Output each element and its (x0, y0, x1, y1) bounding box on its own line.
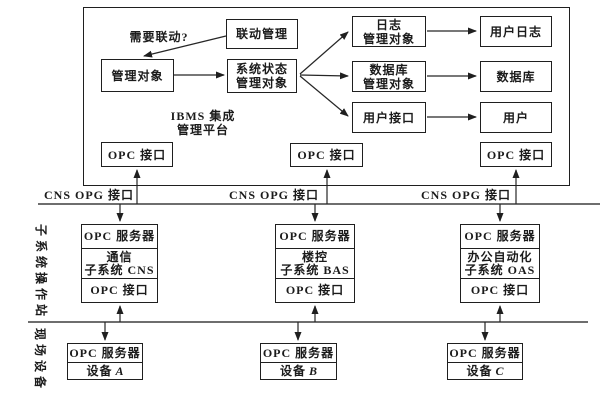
subsystem-name-line2: 子系统 BAS (280, 262, 350, 277)
device-name-prefix: 设备 (86, 363, 113, 378)
device-name-row: 设备 A (68, 363, 142, 379)
log-mgmt-line1: 日志 (375, 17, 402, 32)
subsystem-name-row: 楼控 子系统 BAS (276, 248, 354, 279)
user-log-box: 用户日志 (480, 16, 552, 47)
ibms-platform-title: IBMS 集成 管理平台 (153, 109, 253, 137)
subsystem-name-row: 通信 子系统 CNS (82, 248, 157, 279)
lower-bus-up-arrows (116, 305, 504, 322)
database-management-object-box: 数据库 管理对象 (352, 61, 426, 92)
opc-interface-row: OPC 接口 (285, 283, 345, 297)
opc-interface-row: OPC 接口 (90, 283, 149, 297)
ibms-opc-interface-box-2: OPC 接口 (290, 143, 363, 167)
device-name-prefix: 设备 (466, 363, 493, 378)
ibms-platform-title-line2: 管理平台 (176, 123, 229, 137)
section-label-subsystem-station: 子系统操作站 (34, 224, 48, 321)
system-status-management-object-box: 系统状态 管理对象 (227, 59, 297, 93)
device-name-row: 设备 B (261, 363, 336, 379)
ibms-platform-title-line1: IBMS 集成 (170, 109, 236, 123)
opc-interface-row: OPC 接口 (470, 283, 530, 297)
subsystem-name-line1: 楼控 (301, 249, 328, 264)
user-interface-box: 用户接口 (352, 102, 426, 133)
system-status-line1: 系统状态 (235, 62, 288, 76)
device-name-row: 设备 C (448, 363, 522, 379)
subsystem-name-line2: 子系统 CNS (84, 262, 155, 277)
system-status-line2: 管理对象 (235, 76, 288, 90)
subsystem-stack-oas: OPC 服务器 办公自动化 子系统 OAS OPC 接口 (460, 224, 540, 303)
device-stack-a: OPC 服务器 设备 A (67, 343, 143, 380)
database-box: 数据库 (480, 61, 552, 92)
subsystem-name-line1: 办公自动化 (467, 249, 533, 264)
ibms-platform-frame (83, 7, 570, 186)
opc-server-row: OPC 服务器 (68, 344, 142, 363)
ibms-opc-interface-box-1: OPC 接口 (101, 142, 173, 167)
subsystem-name-line1: 通信 (106, 249, 133, 264)
db-mgmt-line2: 管理对象 (362, 76, 415, 91)
lower-bus-down-arrows (101, 322, 489, 341)
device-stack-c: OPC 服务器 设备 C (447, 343, 523, 380)
opc-server-row: OPC 服务器 (464, 229, 536, 243)
section-label-field-devices: 现场设备 (33, 328, 47, 393)
user-box: 用户 (480, 102, 552, 133)
device-letter: A (115, 363, 124, 378)
log-management-object-box: 日志 管理对象 (352, 16, 426, 47)
opc-server-row: OPC 服务器 (448, 344, 522, 363)
cns-opg-bus-label-2: CNS OPG 接口 (229, 188, 320, 202)
device-letter: B (309, 363, 318, 378)
subsystem-name-row: 办公自动化 子系统 OAS (461, 248, 539, 279)
db-mgmt-line1: 数据库 (369, 62, 409, 77)
upper-bus-down-arrows (116, 204, 504, 222)
log-mgmt-line2: 管理对象 (362, 31, 415, 46)
subsystem-stack-bas: OPC 服务器 楼控 子系统 BAS OPC 接口 (275, 224, 355, 303)
opc-server-row: OPC 服务器 (279, 229, 351, 243)
management-object-box: 管理对象 (101, 59, 174, 92)
device-stack-b: OPC 服务器 设备 B (260, 343, 337, 380)
need-linkage-question: 需要联动? (129, 30, 189, 44)
subsystem-name-line2: 子系统 OAS (464, 262, 536, 277)
opc-server-row: OPC 服务器 (83, 229, 156, 243)
cns-opg-bus-label-3: CNS OPG 接口 (421, 188, 512, 202)
device-letter: C (495, 363, 504, 378)
subsystem-stack-cns: OPC 服务器 通信 子系统 CNS OPC 接口 (81, 224, 158, 303)
cns-opg-bus-label-1: CNS OPG 接口 (44, 188, 135, 202)
device-name-prefix: 设备 (279, 363, 306, 378)
opc-server-row: OPC 服务器 (261, 344, 336, 363)
ibms-opc-interface-box-3: OPC 接口 (480, 142, 552, 167)
linkage-management-box: 联动管理 (226, 19, 298, 49)
